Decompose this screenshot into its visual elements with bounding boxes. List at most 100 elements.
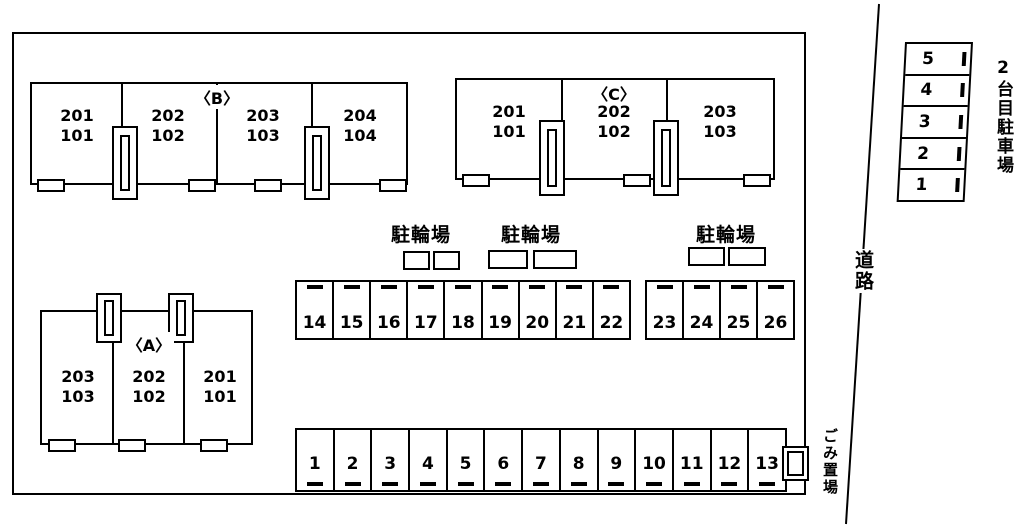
stairwell-icon <box>653 120 679 196</box>
unit-number-lower: 103 <box>703 122 737 141</box>
site-boundary <box>12 32 806 495</box>
entrance-icon <box>118 439 146 452</box>
parking-tick <box>767 285 784 289</box>
parking-space: 8 <box>561 430 599 490</box>
unit-label: 202 102 <box>119 367 179 407</box>
bike-parking-label: 駐輪場 <box>501 224 562 246</box>
parking-space: 4 <box>903 75 970 108</box>
parking-tick <box>382 482 399 486</box>
parking-tick <box>454 285 471 289</box>
stairwell-icon <box>304 126 330 200</box>
parking-space-number: 3 <box>384 454 397 474</box>
unit-label: 201 101 <box>479 102 539 142</box>
parking-row-middle-right: 23 24 25 26 <box>645 280 795 340</box>
unit-number-lower: 101 <box>492 122 526 141</box>
unit-label: 202 102 <box>138 106 198 146</box>
stairwell-inner <box>176 299 186 337</box>
unit-label: 203 103 <box>48 367 108 407</box>
parking-space-number: 3 <box>918 111 932 132</box>
unit-divider <box>216 84 218 183</box>
parking-space: 13 <box>749 430 785 490</box>
stairwell-icon <box>96 293 122 343</box>
parking-space-number: 18 <box>451 313 475 333</box>
parking-tick <box>956 146 962 161</box>
parking-space: 7 <box>523 430 561 490</box>
parking-space: 23 <box>647 282 684 338</box>
parking-space-number: 19 <box>488 313 512 333</box>
unit-number-upper: 204 <box>343 106 377 125</box>
parking-space: 17 <box>408 282 446 338</box>
unit-number-lower: 104 <box>343 126 377 145</box>
bike-rack-icons <box>688 247 766 266</box>
parking-tick <box>608 482 625 486</box>
parking-tick <box>759 482 776 486</box>
parking-space: 4 <box>410 430 448 490</box>
unit-number-lower: 101 <box>203 387 237 406</box>
unit-label: 203 103 <box>233 106 293 146</box>
parking-space-number: 25 <box>726 313 751 333</box>
garbage-area-box-inner <box>787 451 804 476</box>
parking-space: 9 <box>599 430 637 490</box>
parking-space: 21 <box>557 282 594 338</box>
unit-number-upper: 203 <box>61 367 95 386</box>
parking-space-number: 11 <box>679 454 704 474</box>
entrance-icon <box>254 179 282 192</box>
unit-number-lower: 102 <box>597 122 631 141</box>
entrance-icon <box>462 174 490 187</box>
parking-space-number: 16 <box>376 313 401 333</box>
parking-space-number: 12 <box>717 454 742 474</box>
parking-space: 26 <box>758 282 793 338</box>
parking-tick <box>955 178 960 193</box>
parking-space: 11 <box>674 430 712 490</box>
parking-space: 20 <box>520 282 557 338</box>
second-car-parking-label: 2台目駐車場 <box>993 58 1013 175</box>
unit-number-upper: 203 <box>246 106 280 125</box>
parking-tick <box>656 285 673 289</box>
parking-space: 10 <box>636 430 674 490</box>
parking-space: 5 <box>448 430 486 490</box>
parking-tick <box>306 482 323 486</box>
parking-space: 3 <box>901 107 968 139</box>
parking-tick <box>343 285 360 289</box>
parking-space-number: 8 <box>572 454 585 474</box>
building-a-label: 〈A〉 <box>124 332 174 356</box>
unit-divider <box>183 312 185 443</box>
parking-space-number: 23 <box>652 313 677 333</box>
unit-label: 204 104 <box>330 106 390 146</box>
bike-rack-icons <box>488 250 577 269</box>
parking-space-number: 10 <box>642 454 666 474</box>
parking-tick <box>960 83 965 98</box>
building-c: 〈C〉 201 101 202 102 203 103 <box>455 78 775 196</box>
parking-tick <box>306 285 323 289</box>
parking-space-number: 13 <box>755 454 779 474</box>
garbage-area-label: ごみ置場 <box>821 428 839 496</box>
parking-space: 6 <box>485 430 524 490</box>
stairwell-inner <box>312 135 322 191</box>
parking-space: 19 <box>483 282 520 338</box>
unit-number-lower: 103 <box>61 387 95 406</box>
unit-number-upper: 202 <box>151 106 185 125</box>
entrance-icon <box>743 174 771 187</box>
parking-space-number: 20 <box>525 313 550 333</box>
unit-label: 203 103 <box>690 102 750 142</box>
parking-space-number: 24 <box>689 313 714 333</box>
parking-space-number: 2 <box>916 143 930 164</box>
parking-tick <box>603 285 620 289</box>
bike-rack-icon <box>533 250 577 269</box>
unit-number-upper: 202 <box>132 367 166 386</box>
parking-tick <box>529 285 546 289</box>
parking-space: 15 <box>334 282 372 338</box>
parking-space-number: 2 <box>346 454 359 474</box>
parking-tick <box>566 285 583 289</box>
bike-rack-icon <box>488 250 528 269</box>
garbage-area-box <box>782 446 809 481</box>
parking-tick <box>419 482 436 486</box>
stairwell-inner <box>547 129 557 187</box>
parking-space-number: 9 <box>610 454 623 474</box>
parking-tick <box>961 51 967 66</box>
stairwell-icon <box>539 120 565 196</box>
bike-rack-icon <box>403 251 430 270</box>
bike-rack-icon <box>688 247 725 266</box>
parking-space-number: 14 <box>302 313 327 333</box>
